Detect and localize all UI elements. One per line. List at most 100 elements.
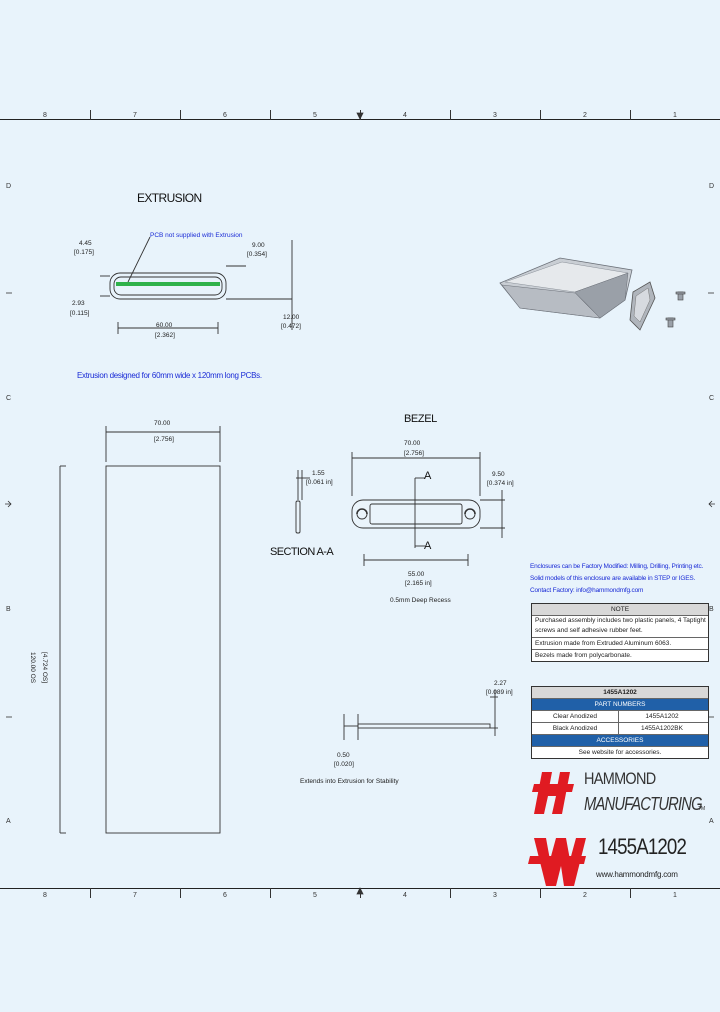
dim-1-55-in: [0.061 in] [306,479,333,486]
row-label-right: C [709,395,715,402]
dim-1-55: 1.55 [312,470,325,477]
part-row-clear: Clear Anodized 1455A1202 [532,710,708,722]
zone-tick [630,110,631,120]
dim-9-50: 9.50 [492,471,505,478]
zone-label: 6 [223,112,227,119]
bezel-view [351,452,505,566]
dim-2-93-in: [0.115] [70,310,90,317]
dim-70-00: 70.00 [154,420,171,427]
section-view [295,470,310,534]
note-line-1b: screws and self adhesive rubber feet. [535,627,643,634]
dim-4-45: 4.45 [79,240,92,247]
zone-label: 3 [493,892,497,899]
zone-tick [450,888,451,898]
zone-label: 8 [43,892,47,899]
extrusion-profile [100,236,293,334]
note-line-3: Extrusion made from Extruded Aluminum 60… [532,637,708,649]
part-numbers-header: PART NUMBERS [532,698,708,710]
bezel-title: BEZEL [404,413,437,425]
zone-tick [90,888,91,898]
zone-label: 3 [493,112,497,119]
dim-2-27-in: [0.089 in] [486,689,513,696]
brand-website: www.hammondmfg.com [596,870,678,879]
note-line-1: Purchased assembly includes two plastic … [532,615,708,637]
row-label-left: C [6,395,12,402]
note-line-4: Bezels made from polycarbonate. [532,649,708,661]
mod-note-line1: Enclosures can be Factory Modified: Mill… [530,563,704,570]
zone-label: 4 [403,112,407,119]
insert-note: Extends into Extrusion for Stability [300,778,399,785]
dim-12-00: 12.00 [283,314,300,321]
enclosure-iso-image [499,257,686,331]
front-view [59,426,221,834]
dim-2-93: 2.93 [72,300,85,307]
dim-9-00-in: [0.354] [247,251,267,258]
extrusion-title: EXTRUSION [137,191,202,205]
finish-cell: Clear Anodized [552,713,598,720]
insert-view [343,690,498,740]
zone-tick [450,110,451,120]
pn-cell: 1455A1202BK [618,723,705,734]
brand-line-2: MANUFACTURING [584,794,703,814]
note-header: NOTE [532,604,708,615]
brand-tm: TM [698,806,706,812]
accessories-text: See website for accessories. [532,746,708,758]
hammond-logo-mark [528,772,586,886]
dim-70-00-in: [2.756] [154,436,174,443]
zone-tick [180,888,181,898]
zone-label: 4 [403,892,407,899]
dim-9-50-in: [0.374 in] [487,480,514,487]
zone-tick [270,110,271,120]
dim-120-00: 120.00 OS [29,652,36,684]
dim-0-50-in: [0.020] [334,761,354,768]
mod-note-line3: Contact Factory: info@hammondmfg.com [530,587,644,594]
note-line-1a: Purchased assembly includes two plastic … [535,617,706,624]
finish-cell: Black Anodized [552,725,598,732]
extrusion-design-note: Extrusion designed for 60mm wide x 120mm… [77,371,262,380]
zone-tick [540,110,541,120]
zone-label: 1 [673,892,677,899]
note-table: NOTE Purchased assembly includes two pla… [531,603,709,662]
mod-note-line2: Solid models of this enclosure are avail… [530,575,696,582]
dim-0-50: 0.50 [337,752,350,759]
pn-cell: 1455A1202 [618,711,705,722]
zone-label: 7 [133,892,137,899]
dim-55-00: 55.00 [408,571,425,578]
part-table-model: 1455A1202 [532,687,708,698]
section-marker-a-bottom: A [424,540,432,552]
row-label-right: B [709,606,714,613]
part-row-black: Black Anodized 1455A1202BK [532,722,708,734]
pcb-slot [116,282,220,286]
recess-note: 0.5mm Deep Recess [390,597,451,604]
dim-12-00-in: [0.472] [281,323,301,330]
zone-label: 8 [43,112,47,119]
dim-120-00-in: [4.724 OS] [41,652,48,684]
zone-label: 6 [223,892,227,899]
zone-tick [270,888,271,898]
zone-tick [540,888,541,898]
dim-9-00: 9.00 [252,242,265,249]
dim-2-27: 2.27 [494,680,507,687]
row-label-left: A [6,818,11,825]
zone-label: 5 [313,112,317,119]
dim-60-00: 60.00 [156,322,173,329]
zone-label: 2 [583,892,587,899]
zone-tick [180,110,181,120]
zone-tick [90,110,91,120]
edge-marks [5,112,715,895]
zone-label: 5 [313,892,317,899]
zone-label: 7 [133,112,137,119]
brand-model: 1455A1202 [598,834,687,859]
dim-55-00-in: [2.165 in] [405,580,432,587]
zone-label: 1 [673,112,677,119]
zone-label: 2 [583,112,587,119]
bezel-dim-70-00-in: [2.756] [404,450,424,457]
row-label-left: B [6,606,11,613]
row-label-right: A [709,818,714,825]
bezel-dim-70-00: 70.00 [404,440,421,447]
row-label-right: D [709,183,715,190]
accessories-header: ACCESSORIES [532,734,708,746]
dim-60-00-in: [2.362] [155,332,175,339]
